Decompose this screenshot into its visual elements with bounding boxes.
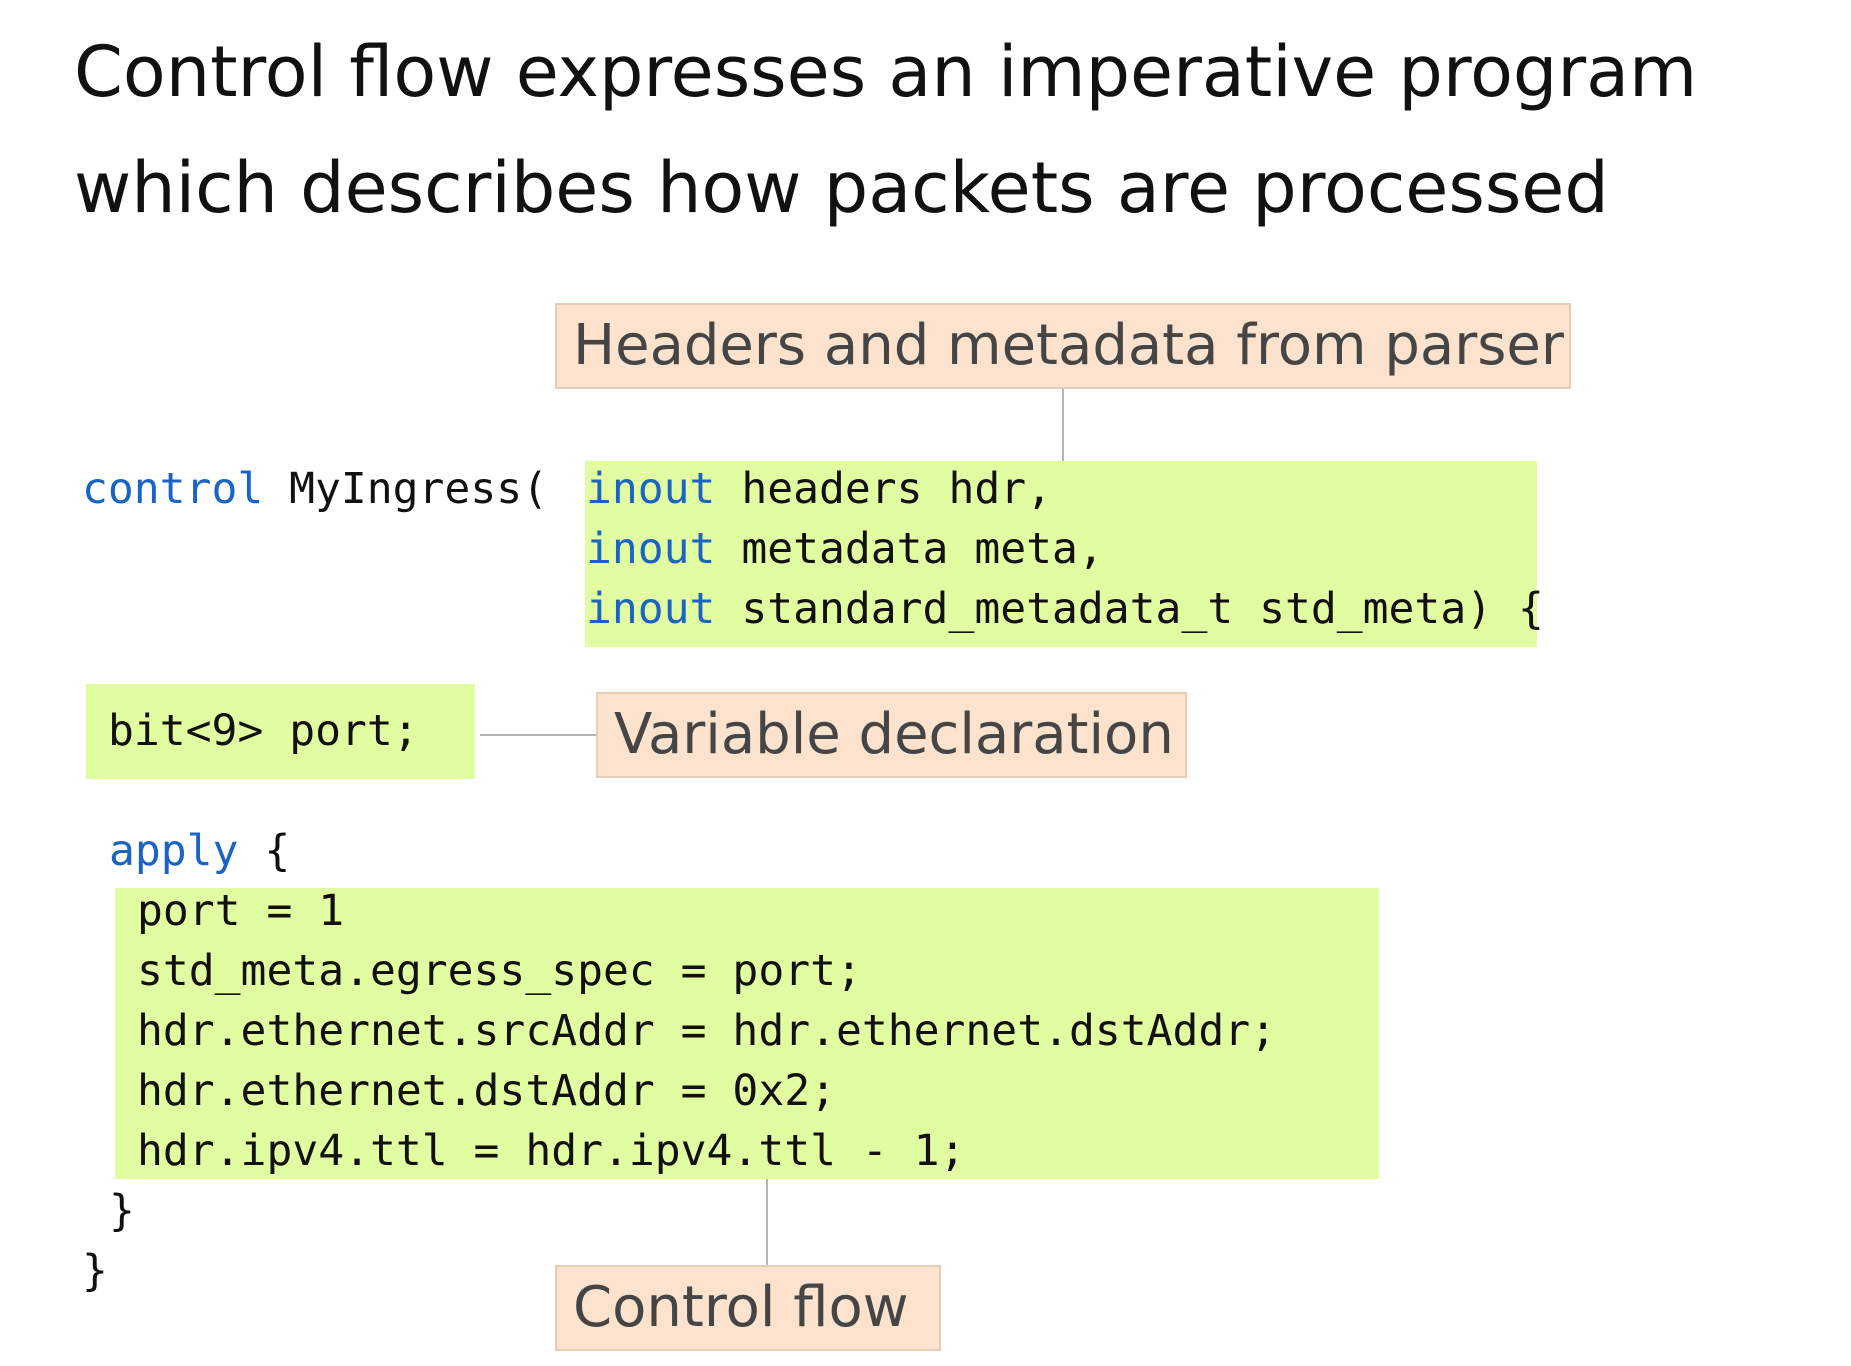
param-1-keyword: inout xyxy=(586,464,716,514)
control-close-line: } xyxy=(82,1241,108,1301)
apply-open-line: apply { xyxy=(109,821,290,881)
var-decl-highlight xyxy=(86,684,475,779)
params-highlight xyxy=(585,461,1537,647)
apply-keyword: apply xyxy=(109,826,239,876)
params-close: ) { xyxy=(1466,584,1544,634)
control-keyword: control xyxy=(82,464,264,514)
param-3-text: standard_metadata_t std_meta xyxy=(715,584,1467,634)
label-control-flow: Control flow xyxy=(555,1265,941,1351)
body-line-1: port = 1 xyxy=(137,881,344,941)
var-decl-text: bit<9> port; xyxy=(108,706,419,756)
label-variable-declaration: Variable declaration xyxy=(596,692,1187,778)
apply-open-brace: { xyxy=(238,826,291,876)
control-name: MyIngress( xyxy=(263,464,548,514)
label-headers-metadata-text: Headers and metadata from parser xyxy=(573,313,1564,378)
body-line-5: hdr.ipv4.ttl = hdr.ipv4.ttl - 1; xyxy=(137,1121,965,1181)
slide-title-line-1: Control flow expresses an imperative pro… xyxy=(74,31,1698,113)
control-close-brace: } xyxy=(82,1246,108,1296)
body-line-4: hdr.ethernet.dstAddr = 0x2; xyxy=(137,1061,836,1121)
body-line-3: hdr.ethernet.srcAddr = hdr.ethernet.dstA… xyxy=(137,1001,1276,1061)
label-control-flow-text: Control flow xyxy=(573,1275,909,1340)
control-signature-line: control MyIngress( xyxy=(82,459,548,519)
param-line-3: inout standard_metadata_t std_meta) { xyxy=(586,579,1544,639)
param-2-text: metadata meta, xyxy=(715,524,1104,574)
apply-close-brace: } xyxy=(109,1186,135,1236)
body-line-1-text: port = 1 xyxy=(137,886,345,936)
param-line-1: inout headers hdr, xyxy=(586,459,1052,519)
body-line-4-text: hdr.ethernet.dstAddr = 0x2; xyxy=(137,1066,836,1116)
param-3-keyword: inout xyxy=(586,584,716,634)
slide-title-line-2: which describes how packets are processe… xyxy=(74,147,1609,229)
body-line-2-text: std_meta.egress_spec = port; xyxy=(137,946,862,996)
control-flow-connector-line xyxy=(766,1179,768,1265)
param-2-keyword: inout xyxy=(586,524,716,574)
body-line-2: std_meta.egress_spec = port; xyxy=(137,941,862,1001)
variable-connector-line xyxy=(480,734,596,736)
body-line-3-text: hdr.ethernet.srcAddr = hdr.ethernet.dstA… xyxy=(137,1006,1277,1056)
param-1-text: headers hdr, xyxy=(715,464,1052,514)
param-line-2: inout metadata meta, xyxy=(586,519,1104,579)
label-variable-declaration-text: Variable declaration xyxy=(614,702,1174,767)
var-decl-line: bit<9> port; xyxy=(108,701,419,761)
slide-title: Control flow expresses an imperative pro… xyxy=(74,14,1834,246)
headers-connector-line xyxy=(1062,389,1064,461)
apply-body-highlight xyxy=(115,888,1379,1179)
apply-close-line: } xyxy=(109,1181,135,1241)
body-line-5-text: hdr.ipv4.ttl = hdr.ipv4.ttl - 1; xyxy=(137,1126,966,1176)
label-headers-metadata: Headers and metadata from parser xyxy=(555,303,1571,389)
